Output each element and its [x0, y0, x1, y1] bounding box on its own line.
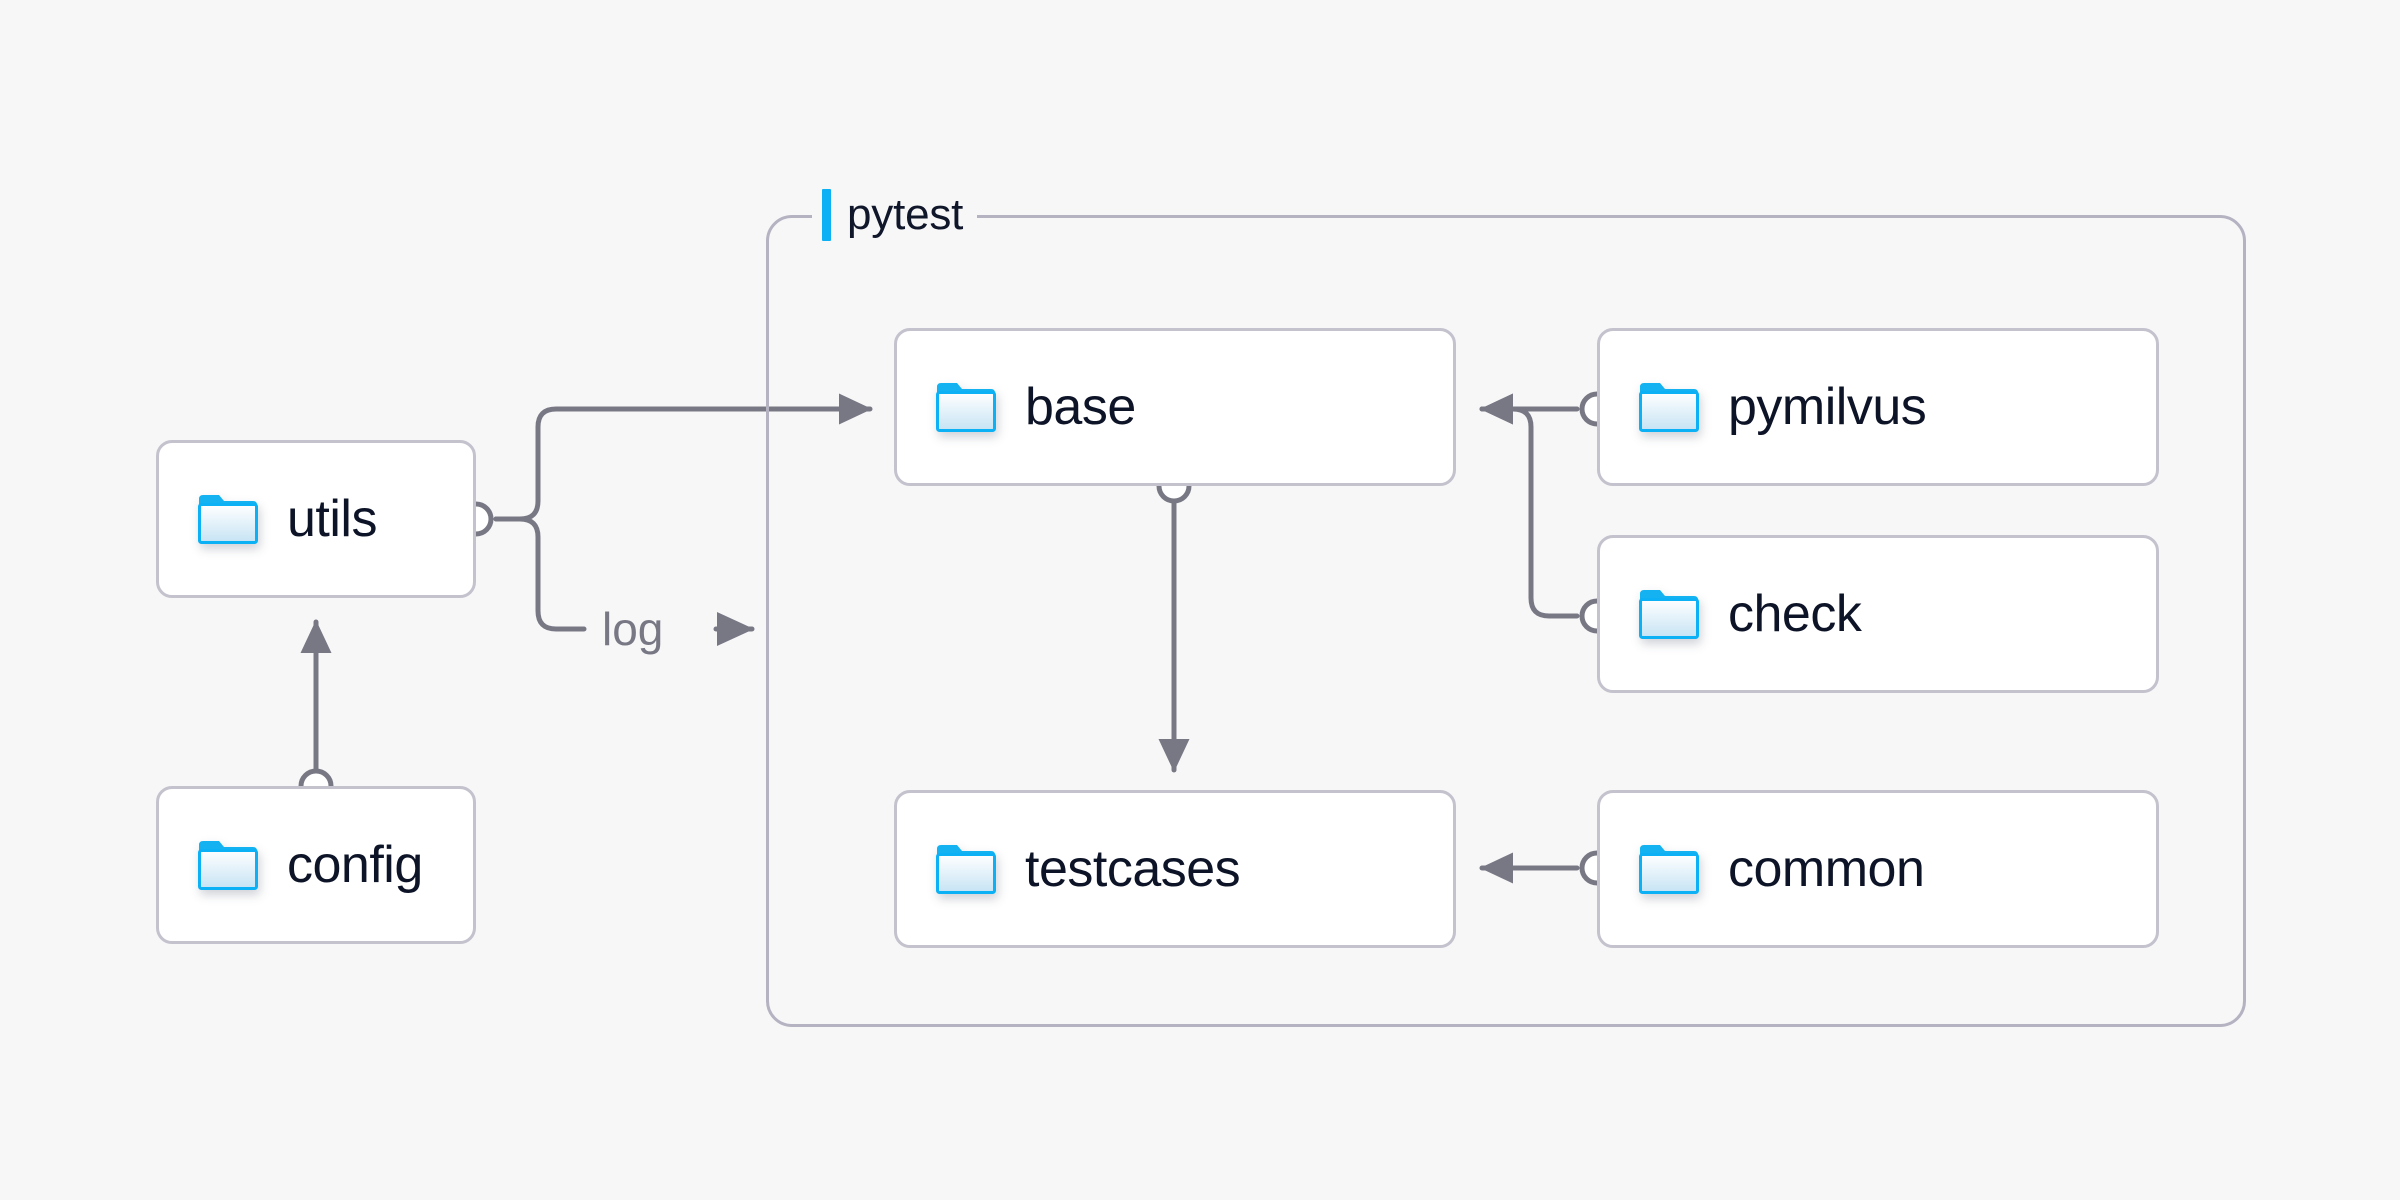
node-common[interactable]: common [1597, 790, 2159, 948]
folder-icon [198, 841, 258, 890]
group-label-pytest: pytest [812, 187, 978, 243]
edge-label-log: log [602, 603, 664, 655]
folder-icon [936, 845, 996, 894]
node-label: utils [287, 490, 377, 548]
node-label: check [1728, 585, 1862, 643]
folder-icon [1639, 383, 1699, 432]
node-testcases[interactable]: testcases [894, 790, 1456, 948]
folder-icon [936, 383, 996, 432]
node-label: common [1728, 840, 1925, 898]
node-label: testcases [1025, 840, 1241, 898]
accent-bar-icon [822, 189, 831, 241]
node-label: pymilvus [1728, 378, 1927, 436]
group-container-pytest[interactable] [766, 215, 2246, 1027]
node-pymilvus[interactable]: pymilvus [1597, 328, 2159, 486]
node-check[interactable]: check [1597, 535, 2159, 693]
node-config[interactable]: config [156, 786, 476, 944]
group-title: pytest [847, 190, 964, 239]
node-label: config [287, 836, 423, 894]
node-label: base [1025, 378, 1136, 436]
folder-icon [1639, 590, 1699, 639]
folder-icon [1639, 845, 1699, 894]
node-base[interactable]: base [894, 328, 1456, 486]
folder-icon [198, 495, 258, 544]
node-utils[interactable]: utils [156, 440, 476, 598]
